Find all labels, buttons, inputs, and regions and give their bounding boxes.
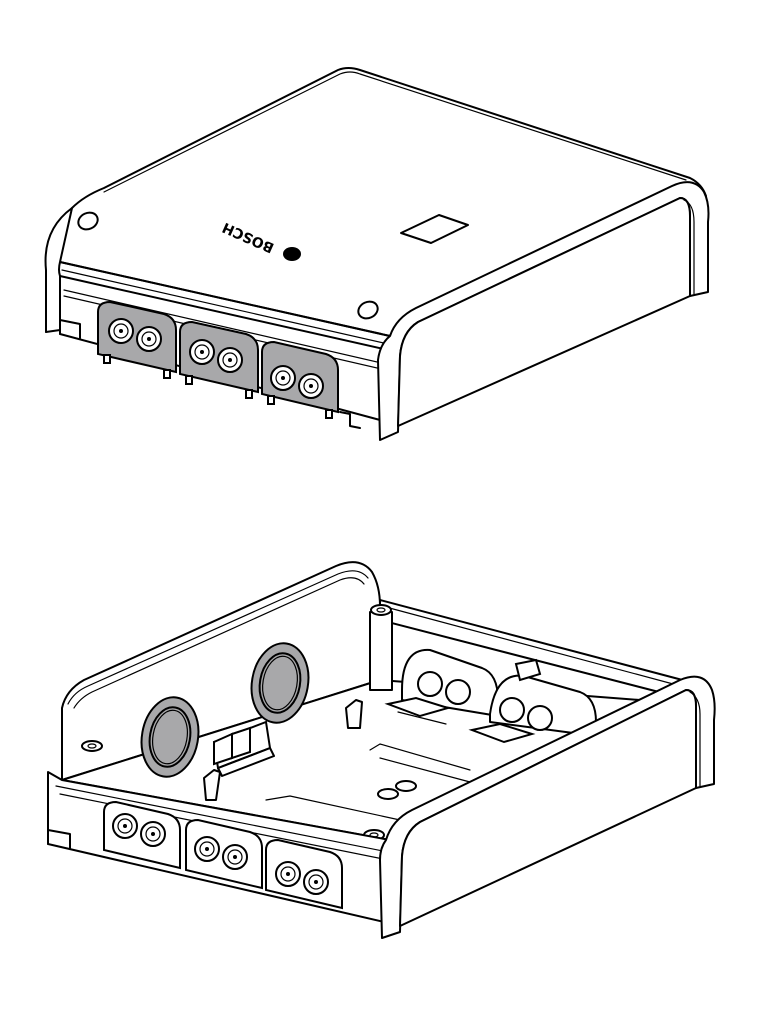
connector-panel-open-3 [265,838,343,910]
connector-panel-1 [97,300,177,379]
gasket-left [140,696,200,778]
closed-enclosure-view: BOSCH [44,67,710,441]
screw-hole-left [77,211,99,231]
connector-panel-open-2 [185,818,263,890]
gasket-right [250,642,310,724]
connector-panel-open-1 [103,800,181,870]
bosch-logo-mark [283,247,301,261]
screw-hole-right [357,300,379,320]
rear-wall [61,561,381,781]
label-area [400,214,469,244]
cable-clamp-left [384,648,499,725]
connector-panel-3 [261,340,339,419]
open-enclosure-view [47,561,716,939]
connector-panel-2 [179,320,259,399]
screw-boss-tower [369,611,393,691]
cable-clamp-right [468,658,597,744]
